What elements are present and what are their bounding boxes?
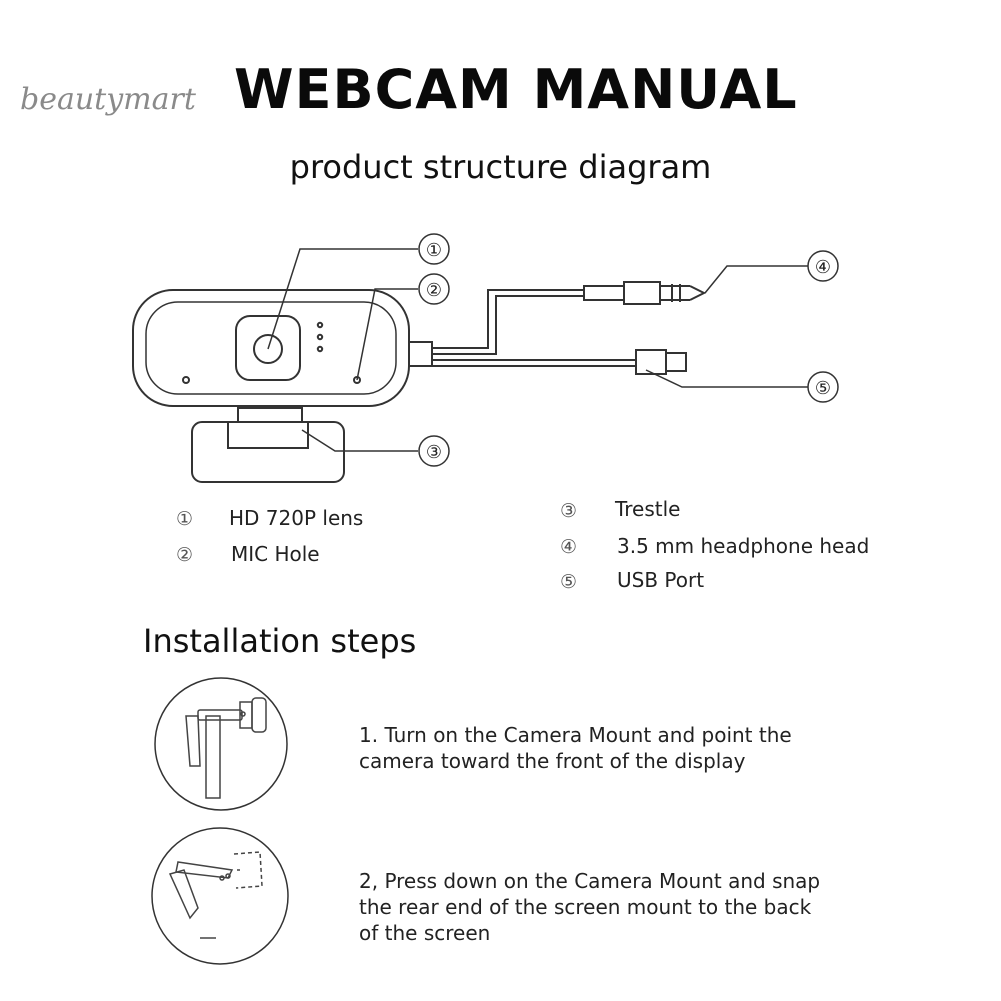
trestle-hinge <box>237 407 303 423</box>
diagram-subtitle: product structure diagram <box>289 148 712 186</box>
legend-text-4: 3.5 mm headphone head <box>617 534 870 558</box>
legend-text-2: MIC Hole <box>231 542 320 566</box>
step-2-line-1: 2, Press down on the Camera Mount and sn… <box>359 869 821 893</box>
webcam-body <box>132 289 410 407</box>
legend-num-4: ④ <box>560 536 578 558</box>
step-1-text: 1. Turn on the Camera Mount and point th… <box>359 722 829 774</box>
installation-title: Installation steps <box>143 622 417 660</box>
lens-icon <box>253 334 283 364</box>
callout-3-label: ③ <box>426 442 442 463</box>
legend-num-1: ① <box>176 508 194 530</box>
legend-num-2: ② <box>176 544 194 566</box>
legend-text-1: HD 720P lens <box>229 506 364 530</box>
step-2-line-2: the rear end of the screen mount to the … <box>359 895 812 919</box>
step-1-illustration <box>154 677 288 811</box>
trestle-base <box>191 421 345 483</box>
mic-hole-left <box>182 376 190 384</box>
webcam-structure-diagram: ① ② ④ ⑤ ③ <box>132 233 839 483</box>
callout-5-label: ⑤ <box>815 378 831 399</box>
legend-num-3: ③ <box>560 500 578 522</box>
callout-2-label: ② <box>426 280 442 301</box>
page-title: WEBCAM MANUAL <box>234 58 798 121</box>
callout-4-label: ④ <box>815 257 831 278</box>
brand-watermark: beautymart <box>20 82 196 117</box>
callout-1-label: ① <box>426 240 442 261</box>
step-2-illustration <box>151 827 289 965</box>
step-2-line-3: of the screen <box>359 921 491 945</box>
step-2-text: 2, Press down on the Camera Mount and sn… <box>359 868 829 946</box>
lens-housing <box>235 315 301 381</box>
legend-text-5: USB Port <box>617 568 705 592</box>
legend-num-5: ⑤ <box>560 571 578 593</box>
legend-text-3: Trestle <box>615 497 681 521</box>
step-1-line-2: camera toward the front of the display <box>359 749 746 773</box>
step-1-line-1: 1. Turn on the Camera Mount and point th… <box>359 723 792 747</box>
